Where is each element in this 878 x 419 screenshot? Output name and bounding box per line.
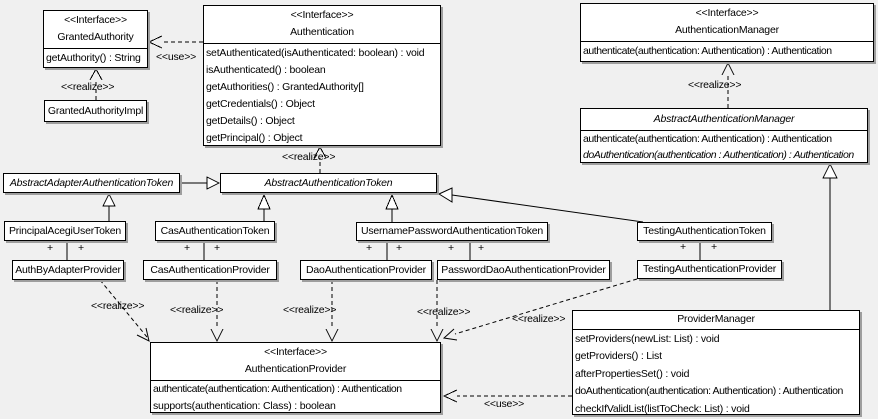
realize-label: <<realize>> [61, 81, 115, 93]
method: doAuthentication(authentication: Authent… [575, 385, 843, 398]
class-name: TestingAuthenticationToken [643, 225, 766, 237]
triangle-abstractauthmanager-icon [822, 162, 838, 179]
class-name: ProviderManager [677, 313, 755, 325]
triangle-abstractadapter-icon [102, 192, 116, 207]
method: getDetails() : Object [206, 115, 295, 127]
class-abstract-authentication-token[interactable]: AbstractAuthenticationToken [220, 173, 437, 193]
class-abstract-authentication-manager[interactable]: AbstractAuthenticationManager authentica… [580, 108, 868, 163]
multiplicity-label: + [78, 242, 84, 254]
class-auth-by-adapter-provider[interactable]: AuthByAdapterProvider [12, 260, 124, 280]
realize-label: <<realize>> [283, 304, 337, 316]
class-authentication-provider[interactable]: <<Interface>> AuthenticationProvider aut… [150, 342, 441, 413]
arrow-realize-authprovider-3-icon [325, 328, 339, 343]
use-label: <<use>> [156, 51, 197, 63]
method: getAuthority() : String [46, 52, 141, 64]
triangle-abstracttoken-right-icon [437, 187, 453, 203]
class-name: AuthenticationManager [675, 24, 779, 36]
class-name: Authentication [290, 26, 354, 38]
method: supports(authentication: Class) : boolea… [153, 399, 336, 412]
arrow-realize-authprovider-5-icon [442, 328, 458, 341]
method: getAuthorities() : GrantedAuthority[] [206, 81, 364, 93]
arrow-use-grantedauthority-icon [147, 35, 163, 49]
arrow-realize-authprovider-4-icon [430, 328, 444, 343]
class-name: UsernamePasswordAuthenticationToken [360, 225, 544, 237]
method: setAuthenticated(isAuthenticated: boolea… [206, 47, 425, 59]
arrow-realize-authenticationmanager-icon [721, 61, 735, 76]
method: checkIfValidList(listToCheck: List) : vo… [575, 402, 750, 415]
realize-label: <<realize>> [282, 151, 336, 163]
class-name: AuthByAdapterProvider [15, 264, 121, 276]
class-name: GrantedAuthority [57, 31, 134, 43]
stereotype-label: <<Interface>> [64, 14, 127, 26]
class-abstract-adapter-authentication-token[interactable]: AbstractAdapterAuthenticationToken [3, 173, 180, 193]
arrow-realize-authprovider-2-icon [210, 328, 224, 343]
class-username-password-authentication-token[interactable]: UsernamePasswordAuthenticationToken [356, 222, 548, 241]
arrow-realize-authprovider-1-icon [136, 327, 150, 342]
realize-label: <<realize>> [170, 304, 224, 316]
class-name: DaoAuthenticationProvider [306, 264, 426, 276]
class-granted-authority[interactable]: <<Interface>> GrantedAuthority getAuthor… [43, 10, 148, 68]
triangle-abstracttoken-userpass-icon [385, 193, 399, 210]
multiplicity-label: + [711, 241, 717, 253]
class-authentication-manager[interactable]: <<Interface>> AuthenticationManager auth… [580, 3, 874, 62]
use-label: <<use>> [484, 398, 525, 410]
class-dao-authentication-provider[interactable]: DaoAuthenticationProvider [300, 260, 432, 280]
method: authenticate(authentication: Authenticat… [583, 133, 832, 145]
realize-label: <<realize>> [91, 300, 145, 312]
class-name: PrincipalAcegiUserToken [8, 225, 122, 237]
class-authentication[interactable]: <<Interface>> Authentication setAuthenti… [203, 5, 441, 146]
class-testing-authentication-token[interactable]: TestingAuthenticationToken [637, 222, 772, 241]
method-abstract: doAuthentication(authentication : Authen… [583, 149, 854, 161]
multiplicity-label: + [478, 242, 484, 254]
edge-gen-testingtoken [451, 194, 644, 223]
class-name: AbstractAuthenticationToken [264, 177, 393, 189]
multiplicity-label: + [47, 242, 53, 254]
class-testing-authentication-provider[interactable]: TestingAuthenticationProvider [637, 260, 782, 279]
multiplicity-label: + [366, 242, 372, 254]
realize-label: <<realize>> [417, 306, 471, 318]
triangle-abstracttoken-cas-icon [257, 193, 271, 210]
class-name: TestingAuthenticationProvider [642, 263, 777, 275]
class-name: CasAuthenticationToken [160, 225, 270, 237]
class-name: CasAuthenticationProvider [150, 264, 270, 276]
method: setProviders(newList: List) : void [575, 333, 720, 345]
arrow-use-authprovider-icon [442, 389, 458, 403]
class-name: AbstractAuthenticationManager [653, 113, 795, 125]
multiplicity-label: + [214, 242, 220, 254]
stereotype-label: <<Interface>> [264, 346, 327, 358]
class-cas-authentication-provider[interactable]: CasAuthenticationProvider [143, 260, 277, 280]
method: afterPropertiesSet() : void [575, 367, 690, 380]
stereotype-label: <<Interface>> [290, 9, 354, 21]
class-principal-acegi-user-token[interactable]: PrincipalAcegiUserToken [4, 221, 126, 241]
multiplicity-label: + [448, 242, 454, 254]
triangle-abstracttoken-left-icon [206, 176, 221, 190]
method: isAuthenticated() : boolean [206, 64, 326, 76]
multiplicity-label: + [184, 242, 190, 254]
method: getCredentials() : Object [206, 98, 315, 110]
class-name: AuthenticationProvider [244, 363, 347, 375]
realize-label: <<realize>> [512, 313, 566, 325]
class-name: GrantedAuthorityImpl [47, 105, 144, 117]
edge-realize-testingprovider [454, 278, 638, 335]
multiplicity-label: + [680, 241, 686, 253]
multiplicity-label: + [396, 242, 402, 254]
method: getPrincipal() : Object [206, 132, 303, 144]
method: getProviders() : List [575, 350, 662, 363]
arrow-realize-authentication-icon [313, 145, 327, 159]
class-granted-authority-impl[interactable]: GrantedAuthorityImpl [44, 100, 147, 122]
edge-realize-authbyadapterprovider [99, 279, 148, 338]
class-provider-manager[interactable]: ProviderManager setProviders(newList: Li… [572, 310, 860, 415]
arrow-realize-grantedauthority-icon [89, 67, 103, 81]
method: authenticate(authentication: Authenticat… [583, 45, 832, 57]
class-cas-authentication-token[interactable]: CasAuthenticationToken [155, 221, 275, 241]
class-name: PasswordDaoAuthenticationProvider [441, 264, 606, 276]
realize-label: <<realize>> [688, 79, 742, 91]
stereotype-label: <<Interface>> [695, 7, 759, 19]
class-password-dao-authentication-provider[interactable]: PasswordDaoAuthenticationProvider [437, 260, 610, 280]
class-name: AbstractAdapterAuthenticationToken [9, 177, 174, 189]
method: authenticate(authentication: Authenticat… [153, 383, 402, 395]
